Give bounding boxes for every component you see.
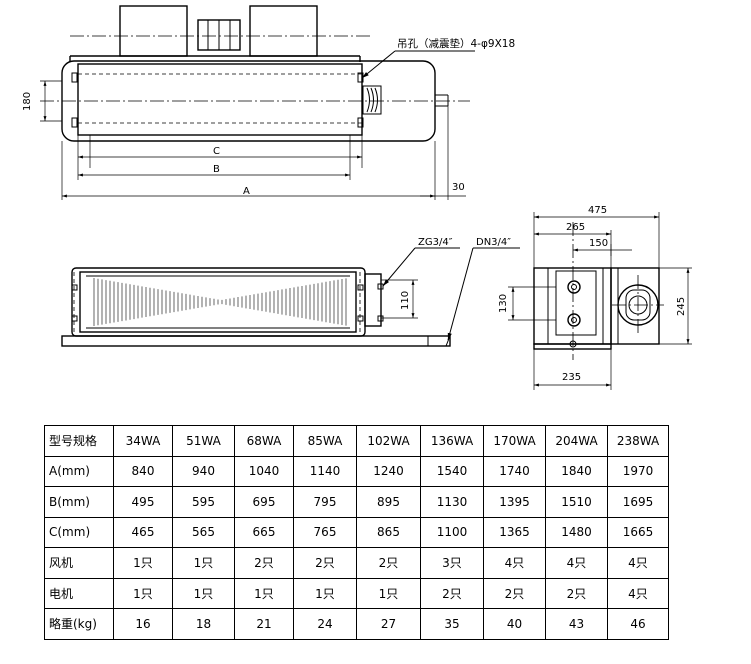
table-cell: 665 xyxy=(234,516,294,548)
dim-265: 265 xyxy=(566,222,585,233)
table-cell: 1665 xyxy=(607,516,669,548)
top-view xyxy=(40,5,475,200)
label-dn: DN3/4″ xyxy=(476,237,511,248)
dim-475: 475 xyxy=(588,205,607,216)
table-cell: 1240 xyxy=(356,455,421,487)
table-cell: 21 xyxy=(234,608,294,640)
table-row: C(mm) 465 565 665 765 865 1100 1365 1480… xyxy=(44,516,669,548)
table-cell: 765 xyxy=(293,516,357,548)
table-header-cell: 136WA xyxy=(420,425,484,457)
table-cell: 695 xyxy=(234,486,294,518)
dim-245: 245 xyxy=(676,297,687,316)
table-cell: 43 xyxy=(545,608,608,640)
table-cell: 2只 xyxy=(293,547,357,579)
table-header-cell: 204WA xyxy=(545,425,608,457)
table-cell: 1395 xyxy=(483,486,546,518)
table-cell: 1365 xyxy=(483,516,546,548)
table-row: 风机 1只 1只 2只 2只 2只 3只 4只 4只 4只 xyxy=(44,547,669,579)
label-zg: ZG3/4″ xyxy=(418,237,453,248)
row-label: 电机 xyxy=(44,577,114,609)
table-header-cell: 68WA xyxy=(234,425,294,457)
table-cell: 27 xyxy=(356,608,421,640)
table-cell: 1970 xyxy=(607,455,669,487)
table-row: 略重(kg) 16 18 21 24 27 35 40 43 46 xyxy=(44,608,669,640)
table-cell: 4只 xyxy=(545,547,608,579)
table-header-cell: 102WA xyxy=(356,425,421,457)
table-cell: 2只 xyxy=(356,547,421,579)
label-hanging-hole: 吊孔（减震垫）4-φ9X18 xyxy=(397,37,515,50)
row-label: 风机 xyxy=(44,547,114,579)
table-cell: 865 xyxy=(356,516,421,548)
dim-110: 110 xyxy=(400,291,411,310)
dim-150: 150 xyxy=(589,238,608,249)
row-label: A(mm) xyxy=(44,455,114,487)
table-cell: 4只 xyxy=(483,547,546,579)
dim-130: 130 xyxy=(498,294,509,313)
table-cell: 1只 xyxy=(172,547,235,579)
dim-235: 235 xyxy=(562,372,581,383)
side-view xyxy=(508,212,692,390)
table-cell: 2只 xyxy=(420,577,484,609)
table-cell: 24 xyxy=(293,608,357,640)
row-label: B(mm) xyxy=(44,486,114,518)
dim-c: C xyxy=(213,146,220,157)
table-cell: 1130 xyxy=(420,486,484,518)
table-cell: 940 xyxy=(172,455,235,487)
table-header-cell: 85WA xyxy=(293,425,357,457)
table-cell: 565 xyxy=(172,516,235,548)
table-header-cell: 170WA xyxy=(483,425,546,457)
table-cell: 895 xyxy=(356,486,421,518)
table-cell: 465 xyxy=(113,516,173,548)
front-view xyxy=(61,247,520,347)
dim-a: A xyxy=(243,186,250,197)
row-label: C(mm) xyxy=(44,516,114,548)
table-cell: 2只 xyxy=(483,577,546,609)
table-cell: 595 xyxy=(172,486,235,518)
table-row: 电机 1只 1只 1只 1只 1只 2只 2只 2只 4只 xyxy=(44,577,669,609)
table-cell: 46 xyxy=(607,608,669,640)
coil-fins xyxy=(93,278,347,326)
table-header-cell: 34WA xyxy=(113,425,173,457)
table-cell: 1只 xyxy=(356,577,421,609)
table-cell: 16 xyxy=(113,608,173,640)
table-cell: 1695 xyxy=(607,486,669,518)
table-cell: 1480 xyxy=(545,516,608,548)
table-header-cell: 型号规格 xyxy=(44,425,114,457)
table-cell: 2只 xyxy=(545,577,608,609)
row-label: 略重(kg) xyxy=(44,608,114,640)
table-row: A(mm) 840 940 1040 1140 1240 1540 1740 1… xyxy=(44,455,669,487)
table-cell: 2只 xyxy=(234,547,294,579)
table-header-cell: 51WA xyxy=(172,425,235,457)
table-header-row: 型号规格 34WA 51WA 68WA 85WA 102WA 136WA 170… xyxy=(44,425,669,457)
table-header-cell: 238WA xyxy=(607,425,669,457)
table-cell: 1只 xyxy=(113,577,173,609)
table-cell: 1只 xyxy=(293,577,357,609)
table-cell: 18 xyxy=(172,608,235,640)
spec-table: 型号规格 34WA 51WA 68WA 85WA 102WA 136WA 170… xyxy=(44,425,669,640)
table-cell: 1540 xyxy=(420,455,484,487)
table-cell: 4只 xyxy=(607,577,669,609)
table-row: B(mm) 495 595 695 795 895 1130 1395 1510… xyxy=(44,486,669,518)
table-cell: 1840 xyxy=(545,455,608,487)
dim-180: 180 xyxy=(22,92,33,111)
table-cell: 795 xyxy=(293,486,357,518)
table-cell: 4只 xyxy=(607,547,669,579)
dim-30: 30 xyxy=(452,182,465,193)
table-cell: 1只 xyxy=(113,547,173,579)
dim-b: B xyxy=(213,164,220,175)
table-cell: 35 xyxy=(420,608,484,640)
table-cell: 495 xyxy=(113,486,173,518)
table-cell: 1140 xyxy=(293,455,357,487)
table-cell: 3只 xyxy=(420,547,484,579)
table-cell: 40 xyxy=(483,608,546,640)
table-cell: 1740 xyxy=(483,455,546,487)
table-cell: 1040 xyxy=(234,455,294,487)
table-cell: 840 xyxy=(113,455,173,487)
table-cell: 1100 xyxy=(420,516,484,548)
table-cell: 1只 xyxy=(172,577,235,609)
table-cell: 1510 xyxy=(545,486,608,518)
table-cell: 1只 xyxy=(234,577,294,609)
